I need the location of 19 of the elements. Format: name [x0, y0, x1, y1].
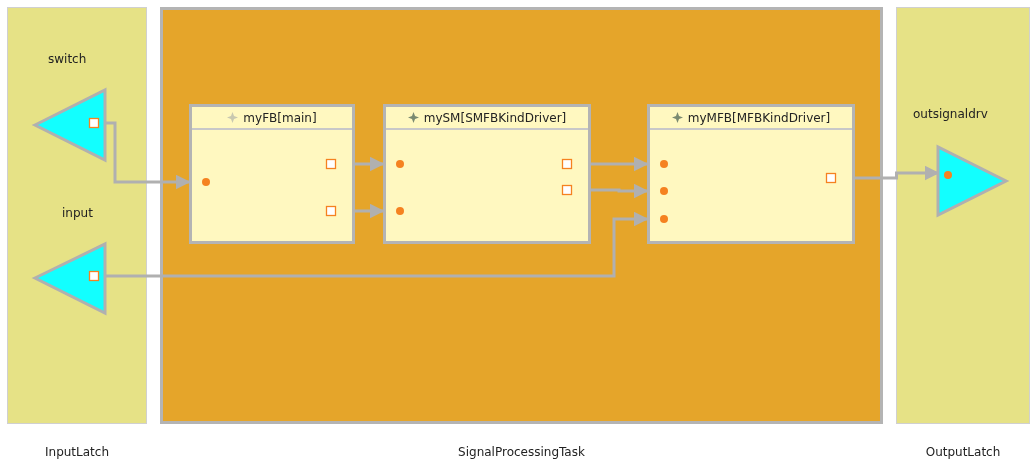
- function-block: [383, 104, 591, 244]
- panel-label: InputLatch: [45, 445, 109, 459]
- connector-arrow: [355, 203, 385, 219]
- connector-arrow: [355, 156, 385, 172]
- connector-arrow: [591, 183, 649, 199]
- panel-label: OutputLatch: [925, 445, 1001, 459]
- function-block: [647, 104, 855, 244]
- port-label: switch: [48, 52, 87, 66]
- connector-arrow: [591, 156, 649, 172]
- function-block: [189, 104, 355, 244]
- connector-arrow: [105, 211, 649, 278]
- connector-arrow: [105, 121, 191, 190]
- connector-arrow: [855, 165, 940, 181]
- port-label: outsignaldrv: [913, 107, 988, 121]
- port-label: input: [62, 206, 93, 220]
- block-title: myMFB[MFBKindDriver]: [687, 111, 831, 125]
- panel-label: SignalProcessingTask: [458, 445, 585, 459]
- block-title: myFB[main]: [243, 111, 317, 125]
- block-title: mySM[SMFBKindDriver]: [423, 111, 567, 125]
